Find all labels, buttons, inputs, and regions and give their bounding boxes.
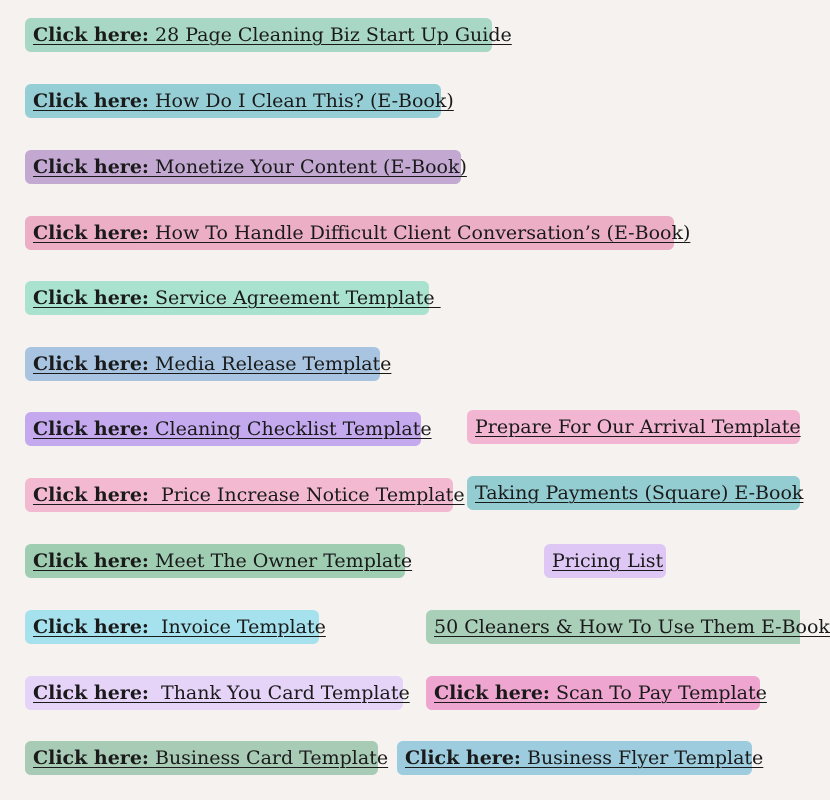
cleaning-checklist-link-button[interactable]: Click here Cleaning Checklist Template xyxy=(25,412,432,446)
link-title: Meet The Owner Template xyxy=(148,550,413,572)
link-title: Thank You Card Template xyxy=(148,682,410,704)
link-title: Taking Payments (Square) E-Book xyxy=(475,482,804,504)
prepare-for-arrival-link-button[interactable]: Prepare For Our Arrival Template xyxy=(467,410,801,444)
link-title: Prepare For Our Arrival Template xyxy=(475,416,801,438)
click-here-label: Click here xyxy=(33,682,149,704)
click-here-label: Click here xyxy=(33,156,149,178)
click-here-label: Click here xyxy=(33,287,149,309)
link-title: Invoice Template xyxy=(148,616,326,638)
click-here-label: Click here xyxy=(33,616,149,638)
media-release-link-button[interactable]: Click here Media Release Template xyxy=(25,347,391,381)
link-title: 50 Cleaners & How To Use Them E-Book xyxy=(434,616,830,638)
start-up-guide-link-button[interactable]: Click here 28 Page Cleaning Biz Start Up… xyxy=(25,18,512,52)
click-here-label: Click here xyxy=(33,484,149,506)
click-here-label: Click here xyxy=(33,353,149,375)
fifty-cleaners-link-button[interactable]: 50 Cleaners & How To Use Them E-Book xyxy=(426,610,830,644)
link-title: Monetize Your Content (E-Book) xyxy=(148,156,467,178)
how-do-i-clean-this-link-button[interactable]: Click here How Do I Clean This? (E-Book) xyxy=(25,84,454,118)
click-here-label: Click here xyxy=(33,24,149,46)
click-here-label: Click here xyxy=(434,682,550,704)
click-here-label: Click here xyxy=(405,747,521,769)
link-title: Business Card Template xyxy=(148,747,389,769)
click-here-label: Click here xyxy=(33,90,149,112)
click-here-label: Click here xyxy=(33,550,149,572)
click-here-label: Click here xyxy=(33,222,149,244)
link-title: Pricing List xyxy=(552,550,664,572)
link-title: Media Release Template xyxy=(148,353,392,375)
service-agreement-link-button[interactable]: Click here Service Agreement Template xyxy=(25,281,435,315)
business-flyer-link-button[interactable]: Click here Business Flyer Template xyxy=(397,741,763,775)
monetize-content-link-button[interactable]: Click here Monetize Your Content (E-Book… xyxy=(25,150,467,184)
taking-payments-link-button[interactable]: Taking Payments (Square) E-Book xyxy=(467,476,804,510)
invoice-template-link-button[interactable]: Click here Invoice Template xyxy=(25,610,326,644)
price-increase-link-button[interactable]: Click here Price Increase Notice Templat… xyxy=(25,478,465,512)
link-title: Service Agreement Template xyxy=(148,287,441,309)
link-title: Cleaning Checklist Template xyxy=(148,418,432,440)
difficult-conversations-link-button[interactable]: Click here How To Handle Difficult Clien… xyxy=(25,216,690,250)
click-here-label: Click here xyxy=(33,747,149,769)
click-here-label: Click here xyxy=(33,418,149,440)
link-title: How To Handle Difficult Client Conversat… xyxy=(148,222,691,244)
meet-the-owner-link-button[interactable]: Click here Meet The Owner Template xyxy=(25,544,412,578)
business-card-link-button[interactable]: Click here Business Card Template xyxy=(25,741,388,775)
link-title: Price Increase Notice Template xyxy=(148,484,465,506)
link-title: Scan To Pay Template xyxy=(549,682,767,704)
thank-you-card-link-button[interactable]: Click here Thank You Card Template xyxy=(25,676,410,710)
pricing-list-link-button[interactable]: Pricing List xyxy=(544,544,666,578)
link-title: How Do I Clean This? (E-Book) xyxy=(148,90,454,112)
link-title: 28 Page Cleaning Biz Start Up Guide xyxy=(148,24,512,46)
link-title: Business Flyer Template xyxy=(520,747,764,769)
scan-to-pay-link-button[interactable]: Click here Scan To Pay Template xyxy=(426,676,767,710)
